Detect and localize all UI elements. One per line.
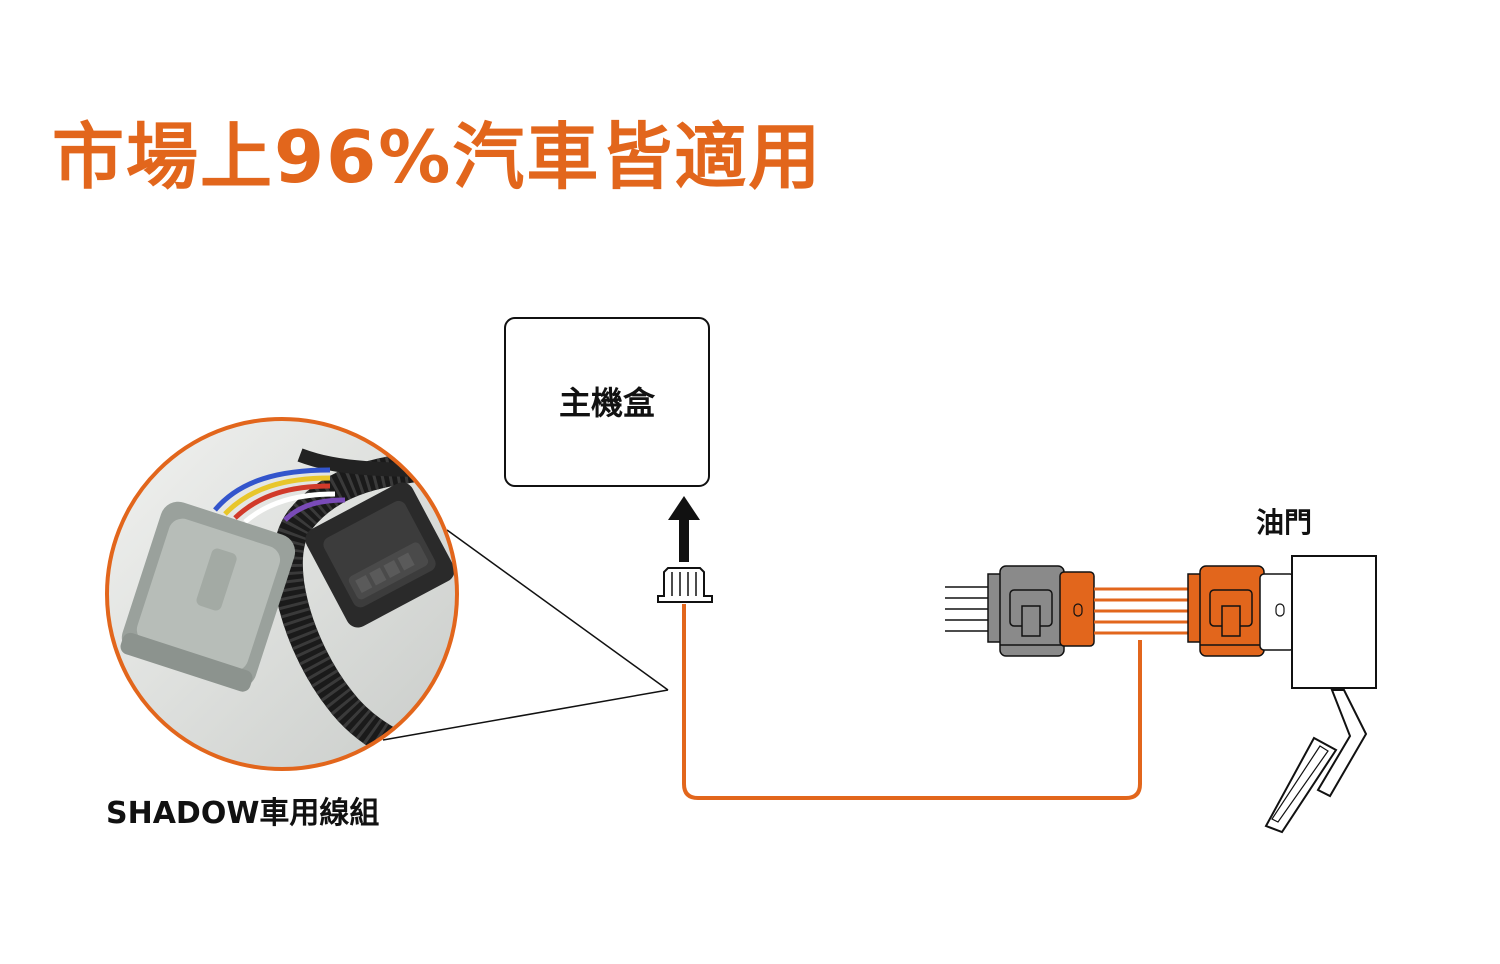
main-unit-label: 主機盒 bbox=[559, 384, 656, 422]
callout-line-bottom bbox=[382, 689, 669, 741]
orange-connector-left bbox=[1059, 571, 1095, 647]
pedal-connector bbox=[1259, 573, 1295, 651]
input-wires bbox=[945, 586, 992, 632]
page-headline: 市場上96%汽車皆適用 bbox=[52, 115, 823, 199]
callout-line-top bbox=[446, 529, 669, 691]
orange-cable bbox=[682, 604, 1142, 800]
main-control-box: 主機盒 bbox=[504, 317, 710, 487]
throttle-pedal bbox=[1264, 555, 1377, 834]
orange-connector-right bbox=[1187, 565, 1265, 657]
up-arrow-icon bbox=[668, 496, 700, 562]
throttle-label: 油門 bbox=[1256, 506, 1312, 539]
harness-caption: SHADOW車用線組 bbox=[106, 796, 380, 831]
orange-wires bbox=[1094, 587, 1192, 635]
gray-connector bbox=[987, 565, 1065, 657]
harness-photo bbox=[105, 417, 459, 771]
small-plug-connector bbox=[657, 567, 713, 603]
photo-frame-ring bbox=[105, 417, 459, 771]
